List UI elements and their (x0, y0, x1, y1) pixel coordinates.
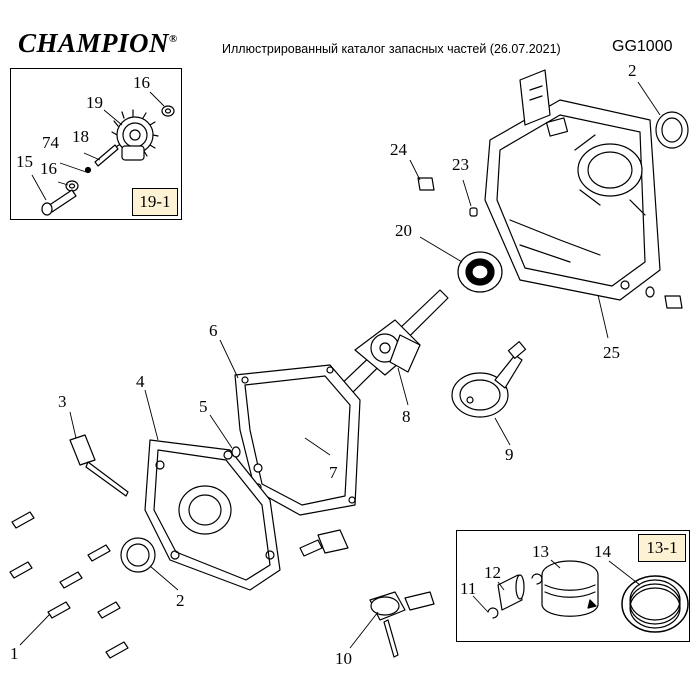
callout-19: 19 (86, 93, 103, 112)
callout-7: 7 (329, 463, 338, 482)
oil-dipstick-part (69, 434, 349, 557)
inset-tag-13-1: 13-1 (638, 534, 686, 562)
callout-16: 16 (133, 73, 150, 92)
brand-name: CHAMPION (18, 28, 170, 58)
callout-15: 15 (16, 152, 33, 171)
camshaft-part (451, 341, 527, 418)
callout-1: 1 (10, 644, 19, 663)
callout-11: 11 (460, 579, 477, 598)
callout-14: 14 (594, 542, 611, 561)
callout-8: 8 (402, 407, 411, 426)
callout-20: 20 (395, 221, 412, 240)
bolt-set-part (9, 511, 129, 659)
callout-5: 5 (199, 397, 208, 416)
callout-13: 13 (532, 542, 549, 561)
callout-12: 12 (484, 563, 501, 582)
registered-mark: ® (169, 33, 178, 45)
gasket-part (234, 364, 361, 516)
callout-2-bottom: 2 (176, 591, 185, 610)
model-number: GG1000 (612, 38, 673, 55)
callout-16-lower: 16 (40, 159, 57, 178)
cover-oil-seal-part (120, 537, 156, 573)
callout-9: 9 (505, 445, 514, 464)
leader-lines (19, 81, 661, 649)
callout-24: 24 (390, 140, 407, 159)
piston-pin-part (497, 574, 525, 611)
callout-10: 10 (335, 649, 352, 668)
washer-part (65, 105, 175, 192)
dowel-pin-part (469, 207, 478, 217)
cylinder-block-part (484, 69, 661, 301)
callout-74: 74 (42, 133, 59, 152)
governor-shaft-part (41, 189, 77, 216)
brand-logo: CHAMPION® (18, 28, 178, 59)
crankshaft-part (334, 289, 449, 401)
inset-tag-19-1: 19-1 (132, 188, 178, 216)
callout-3: 3 (58, 392, 67, 411)
drain-bolt-part (417, 177, 683, 309)
connecting-rod-part (369, 591, 435, 658)
piston-rings-part (621, 575, 689, 633)
callout-2-top: 2 (628, 61, 637, 80)
crankcase-cover-part (144, 439, 281, 591)
callout-23: 23 (452, 155, 469, 174)
small-pin-part (231, 446, 263, 473)
callout-6: 6 (209, 321, 218, 340)
catalog-title: Иллюстрированный каталог запасных частей… (222, 42, 561, 56)
governor-gear-part (111, 109, 159, 161)
oil-seal-part (655, 111, 689, 149)
circlip-part (487, 573, 543, 619)
callout-18: 18 (72, 127, 89, 146)
callout-4: 4 (136, 372, 145, 391)
governor-pin-part (84, 144, 119, 174)
piston-part (541, 560, 599, 617)
callout-25: 25 (603, 343, 620, 362)
